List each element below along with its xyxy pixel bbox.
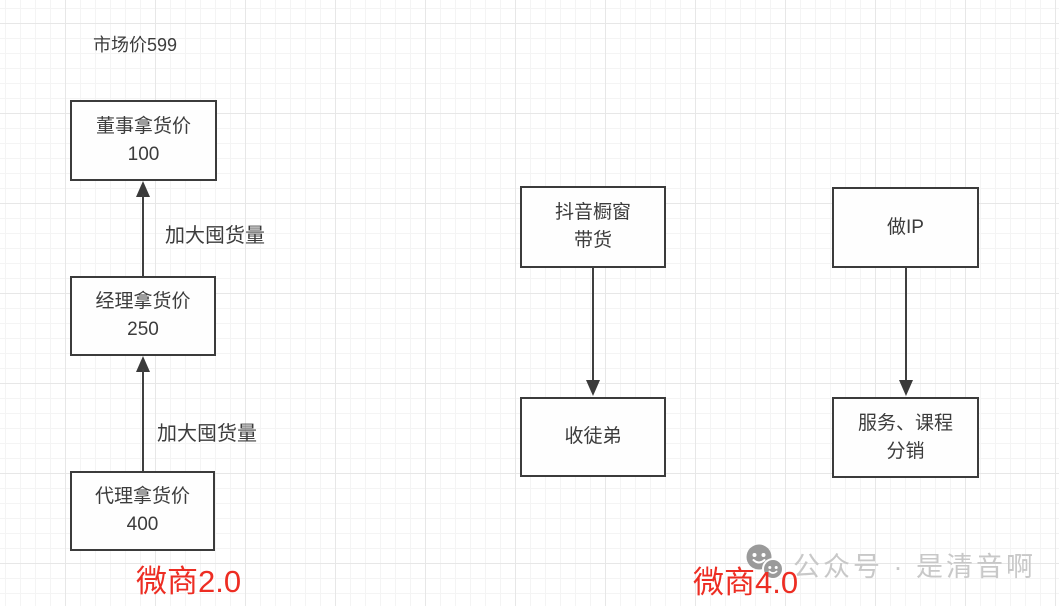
caption-weishang-2-0: 微商2.0 [136, 564, 242, 599]
node-label: 做IP [887, 216, 924, 238]
node-service-course-distribution: 服务、课程 分销 [832, 397, 979, 478]
arrow-shaft [142, 194, 144, 277]
watermark-text: 公众号 · 是清音啊 [793, 552, 1036, 582]
official-account-smiley-icon [746, 544, 784, 580]
node-make-ip: 做IP [832, 187, 979, 268]
arrow-shaft [592, 268, 594, 383]
node-recruit-disciples: 收徒弟 [520, 397, 666, 477]
arrowhead-icon [586, 380, 600, 396]
arrow-up-icon [136, 181, 150, 277]
edge-label-stock-up-2: 加大囤货量 [157, 423, 257, 445]
node-label: 抖音橱窗 带货 [554, 202, 631, 251]
node-director-price: 董事拿货价 100 [70, 100, 217, 181]
arrow-shaft [142, 369, 144, 472]
arrowhead-icon [136, 356, 150, 372]
node-label: 收徒弟 [564, 426, 622, 448]
caption-weishang-4-0: 微商4.0 [693, 565, 799, 600]
watermark: 公众号 · 是清音啊 [745, 543, 1036, 584]
arrowhead-icon [136, 181, 150, 197]
arrow-shaft [905, 268, 907, 383]
node-label: 董事拿货价 100 [95, 115, 191, 165]
node-manager-price: 经理拿货价 250 [70, 276, 216, 356]
node-douyin-showcase: 抖音橱窗 带货 [520, 186, 666, 268]
edge-label-stock-up-1: 加大囤货量 [165, 225, 265, 247]
arrowhead-icon [899, 380, 913, 396]
arrow-down-icon [586, 268, 600, 396]
node-label: 经理拿货价 250 [95, 291, 191, 340]
market-price-label: 市场价599 [93, 35, 178, 55]
node-agent-price: 代理拿货价 400 [70, 471, 215, 551]
arrow-up-icon [136, 356, 150, 472]
node-label: 代理拿货价 400 [94, 486, 190, 535]
arrow-down-icon [899, 268, 913, 396]
node-label: 服务、课程 分销 [857, 412, 953, 462]
